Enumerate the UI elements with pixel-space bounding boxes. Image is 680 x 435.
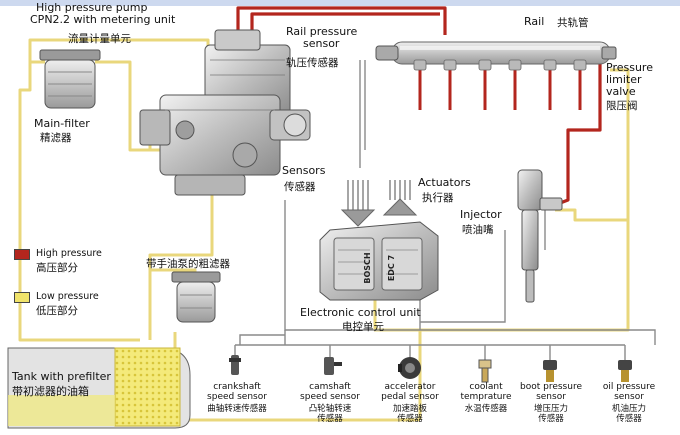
mainfilter-label-en: Main-filter — [34, 117, 90, 130]
legend-low-en: Low pressure — [36, 291, 99, 302]
sensor-camshaft-en-2: speed sensor — [300, 392, 360, 402]
low-line-center — [148, 190, 214, 340]
sensor-pedal-cn-2: 传感器 — [397, 414, 423, 424]
rail-label-cn: 共轨管 — [557, 17, 589, 29]
sensor-oil-en-1: oil pressure — [602, 382, 656, 392]
injector-label-en: Injector — [460, 208, 502, 221]
actuators-arrow — [382, 198, 418, 216]
legend-high-en: High pressure — [36, 248, 102, 259]
sensor-coolant-en-1: coolant — [469, 382, 503, 392]
control-wires — [234, 60, 656, 362]
sensor-boost-en-2: sensor — [536, 392, 566, 402]
crankshaft-sensor-icon — [229, 355, 241, 375]
ecu-label-en: Electronic control unit — [300, 306, 421, 319]
prefilter-label-cn: 带手油泵的粗滤器 — [146, 258, 230, 270]
low-line-mainfilter — [30, 60, 160, 152]
legend-low-swatch — [14, 292, 30, 303]
top-edge-band — [0, 0, 680, 6]
sensor-camshaft-cn-1: 凸轮轴转速 — [308, 404, 352, 414]
boost-sensor-icon — [543, 360, 557, 382]
sensors-arrow — [340, 209, 376, 227]
sensor-boost-en-1: boot pressure — [520, 382, 582, 392]
ecu-model: EDC 7 — [387, 255, 396, 281]
sensor-oil-cn-2: 传感器 — [616, 414, 642, 424]
camshaft-sensor-icon — [324, 357, 342, 375]
sensors-label-cn: 传感器 — [284, 181, 316, 193]
mainfilter-label-cn: 精滤器 — [40, 132, 72, 144]
rail-sensor-label-en-2: sensor — [303, 37, 340, 50]
sensor-camshaft-en-1: camshaft — [309, 382, 351, 392]
sensor-coolant-en-2: temprature — [460, 392, 512, 402]
tank-label-cn: 带初滤器的油箱 — [12, 385, 89, 398]
rail-sensor-label-en-1: Rail pressure — [286, 25, 358, 38]
pump-label-cn: 流量计量单元 — [68, 33, 131, 45]
prefilter — [171, 271, 221, 323]
sensor-crankshaft-en-1: crankshaft — [213, 382, 261, 392]
sensor-crankshaft-en-2: speed sensor — [207, 392, 267, 402]
legend-high-cn: 高压部分 — [36, 262, 78, 274]
pedal-sensor-icon — [398, 357, 421, 379]
sensor-coolant-cn: 水温传感器 — [464, 404, 508, 414]
sensor-oil-en-2: sensor — [614, 392, 644, 402]
low-line-injector-return — [555, 208, 628, 222]
sensor-boost-cn-1: 增压压力 — [533, 404, 568, 414]
injector — [517, 169, 563, 303]
legend-low-cn: 低压部分 — [36, 305, 78, 317]
ecu-box — [319, 221, 439, 301]
pump-label-en-2: CPN2.2 with metering unit — [30, 13, 176, 26]
limiter-label-en-3: valve — [606, 85, 636, 98]
injector-label-cn: 喷油嘴 — [462, 224, 494, 236]
injector-feed-lines — [418, 65, 582, 110]
high-line-pump-to-rail-1 — [236, 6, 447, 42]
main-filter — [39, 49, 101, 109]
rail-label-en: Rail — [524, 15, 545, 28]
rail-sensor-label-cn: 轨压传感器 — [286, 57, 339, 69]
sensor-oil-cn-1: 机油压力 — [611, 404, 646, 414]
fuel-tank — [7, 347, 191, 429]
ecu-brand: BOSCH — [363, 252, 372, 283]
ecu-label-cn: 电控单元 — [342, 321, 384, 333]
sensor-camshaft-cn-2: 传感器 — [317, 414, 343, 424]
sensor-pedal-cn-1: 加速踏板 — [392, 404, 427, 414]
limiter-label-en-2: limiter — [606, 73, 642, 86]
tank-label-en: Tank with prefilter — [12, 370, 111, 383]
high-pressure-pump — [139, 29, 311, 196]
sensor-pedal-en-1: accelerator — [384, 382, 436, 392]
actuators-label-cn: 执行器 — [422, 192, 454, 204]
sensor-boost-cn-2: 传感器 — [538, 414, 564, 424]
high-line-rail-to-injector — [554, 53, 602, 207]
pump-label-en-1: High pressure pump — [36, 1, 148, 14]
sensor-pedal-en-2: pedal sensor — [381, 392, 439, 402]
limiter-label-cn: 限压阀 — [606, 100, 638, 112]
legend-high-swatch — [14, 249, 30, 260]
sensor-arrow-bundle — [347, 180, 369, 210]
coolant-sensor-icon — [478, 359, 492, 383]
limiter-label-en-1: Pressure — [606, 61, 653, 74]
oil-sensor-icon — [618, 360, 632, 382]
sensors-label-en: Sensors — [282, 164, 326, 177]
actuators-label-en: Actuators — [418, 176, 471, 189]
common-rail — [375, 41, 617, 71]
actuator-arrow-bundle — [389, 180, 411, 200]
sensor-crankshaft-cn: 曲轴转速传感器 — [207, 404, 267, 414]
